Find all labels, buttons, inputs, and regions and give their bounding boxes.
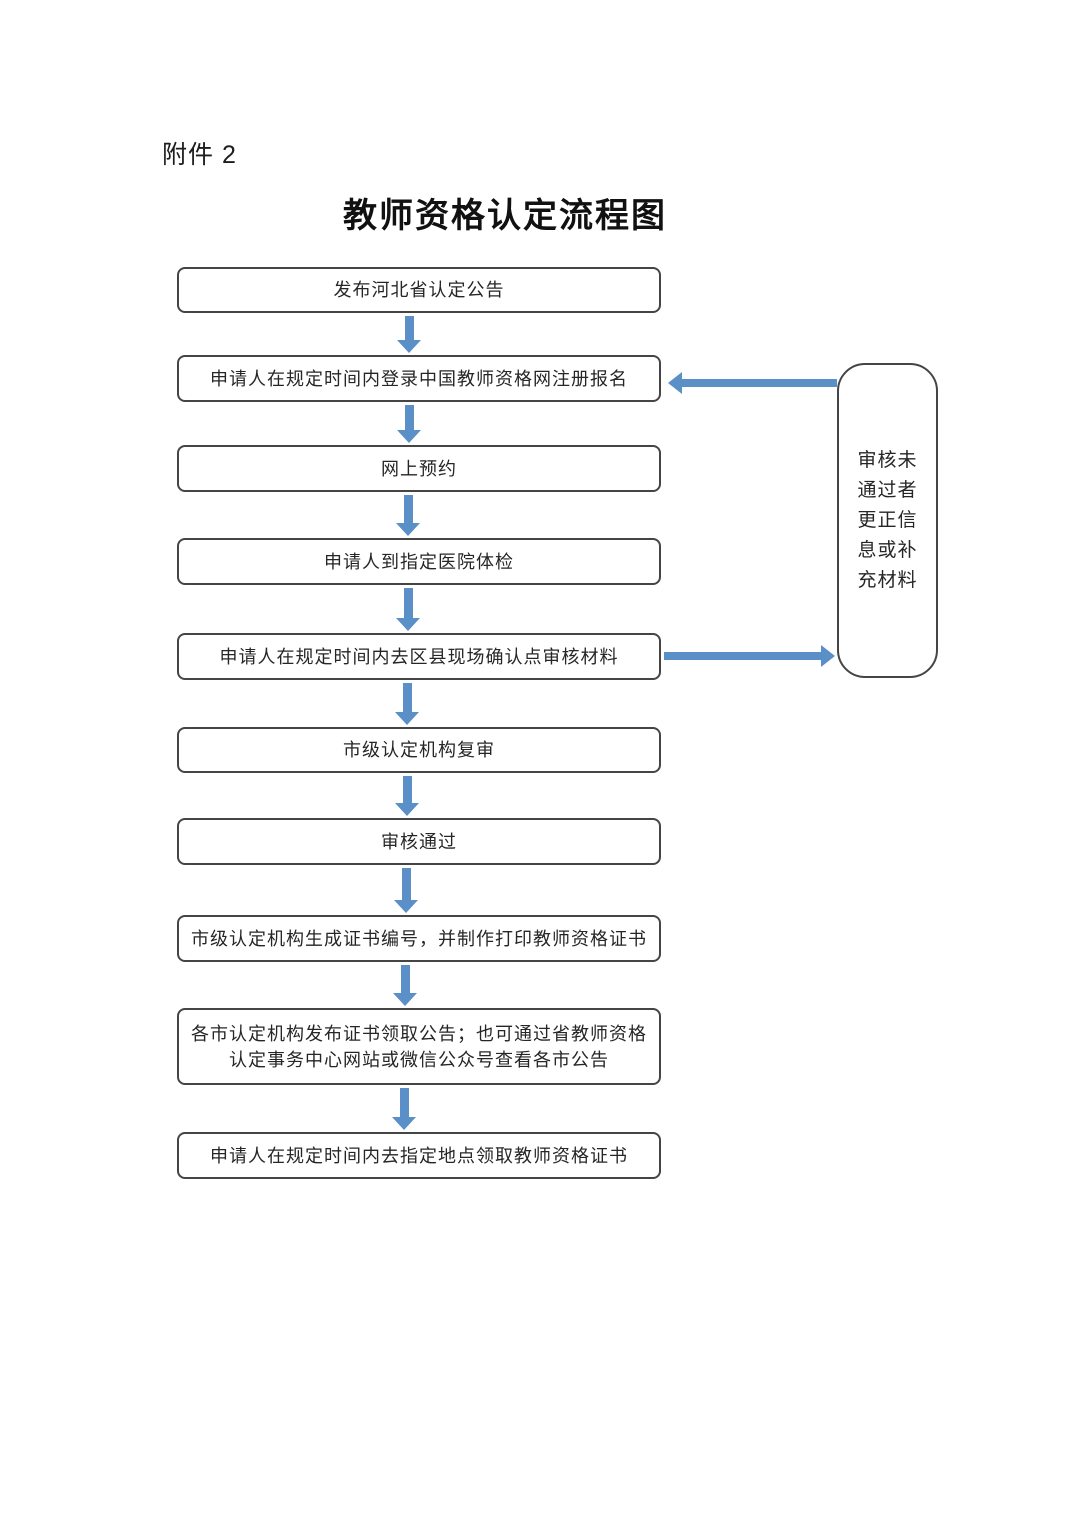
- side-note-line: 通过者: [857, 479, 918, 501]
- flow-step-label: 申请人在规定时间内去区县现场确认点审核材料: [219, 646, 619, 667]
- arrow-down-icon: [392, 1088, 416, 1130]
- page-title: 教师资格认定流程图: [343, 198, 667, 235]
- flow-step-label: 市级认定机构复审: [343, 740, 495, 760]
- flow-step-label: 网上预约: [381, 458, 457, 479]
- arrow-down-icon: [394, 868, 418, 913]
- arrow-down-icon: [397, 316, 421, 353]
- arrow-down-icon: [396, 588, 420, 631]
- flow-step-label: 申请人在规定时间内去指定地点领取教师资格证书: [210, 1145, 628, 1166]
- flow-step-medical-exam: 申请人到指定医院体检: [177, 538, 661, 585]
- flow-step-review-passed: 审核通过: [177, 818, 661, 865]
- flow-step-collect-certificate: 申请人在规定时间内去指定地点领取教师资格证书: [177, 1132, 661, 1179]
- side-note-review-failed: 审核未 通过者 更正信 息或补 充材料: [837, 363, 938, 678]
- arrow-down-icon: [396, 495, 420, 536]
- arrow-left-icon: [668, 372, 837, 394]
- arrow-down-icon: [397, 405, 421, 443]
- side-note-line: 息或补: [857, 539, 918, 561]
- arrow-down-icon: [395, 683, 419, 725]
- flow-step-label: 申请人到指定医院体检: [324, 551, 514, 572]
- flow-step-generate-certificate: 市级认定机构生成证书编号，并制作打印教师资格证书: [177, 915, 661, 962]
- side-note-line: 充材料: [857, 569, 918, 591]
- side-note-line: 审核未: [857, 449, 918, 471]
- flow-step-label: 申请人在规定时间内登录中国教师资格网注册报名: [210, 368, 628, 389]
- flow-step-label: 发布河北省认定公告: [333, 280, 505, 300]
- arrow-right-icon: [664, 645, 835, 667]
- flow-step-onsite-confirm: 申请人在规定时间内去区县现场确认点审核材料: [177, 633, 661, 680]
- flow-step-city-review: 市级认定机构复审: [177, 727, 661, 773]
- flow-step-label-line1: 各市认定机构发布证书领取公告；也可通过省教师资格: [191, 1023, 647, 1044]
- flow-step-online-appointment: 网上预约: [177, 445, 661, 492]
- flow-step-label: 市级认定机构生成证书编号，并制作打印教师资格证书: [191, 928, 647, 949]
- flow-step-online-register: 申请人在规定时间内登录中国教师资格网注册报名: [177, 355, 661, 402]
- flow-step-pickup-announcement: 各市认定机构发布证书领取公告；也可通过省教师资格 认定事务中心网站或微信公众号查…: [177, 1008, 661, 1085]
- flow-step-label: 审核通过: [381, 831, 457, 852]
- flow-step-label-line2: 认定事务中心网站或微信公众号查看各市公告: [229, 1049, 609, 1070]
- arrow-down-icon: [395, 776, 419, 816]
- arrow-down-icon: [393, 965, 417, 1006]
- flow-step-publish-announcement: 发布河北省认定公告: [177, 267, 661, 313]
- attachment-label: 附件 2: [162, 141, 237, 169]
- side-note-line: 更正信: [857, 509, 918, 531]
